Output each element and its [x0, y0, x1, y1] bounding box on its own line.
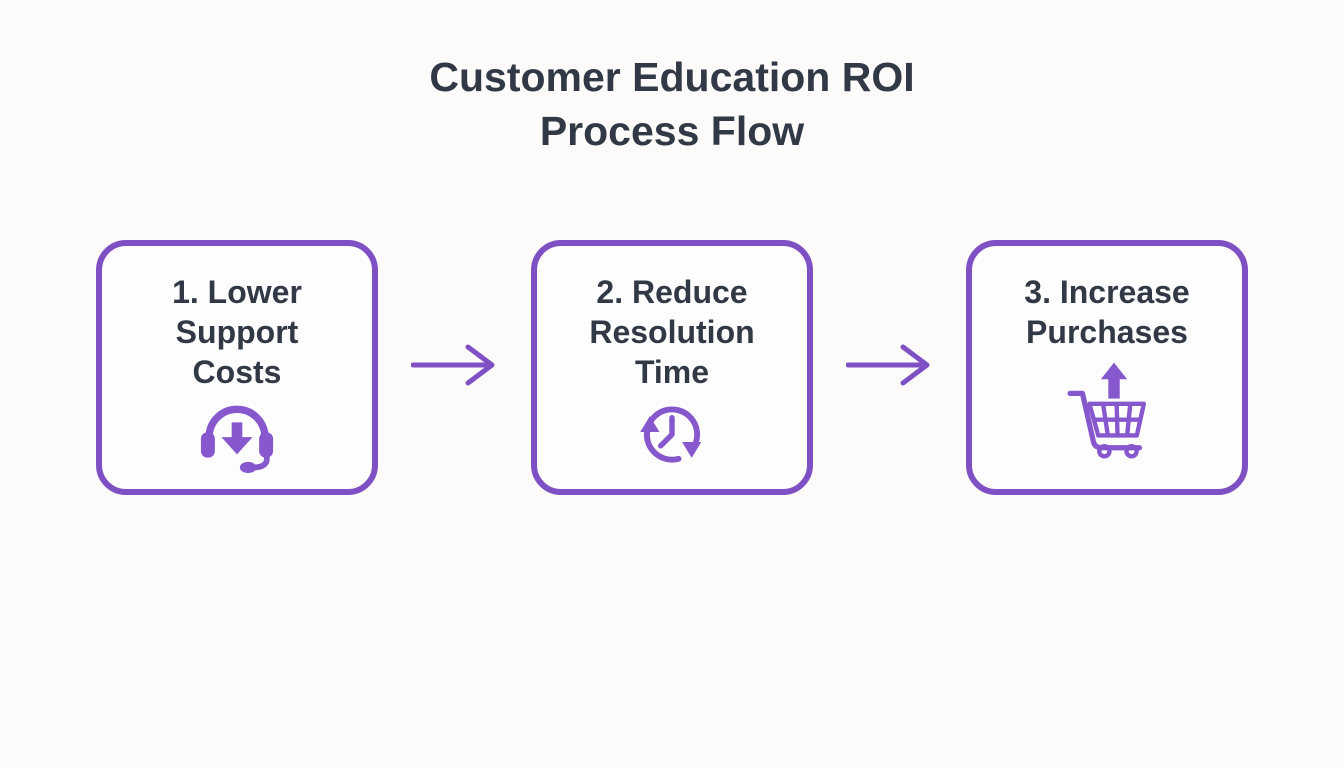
step-label-line: Support — [175, 314, 299, 351]
cart-up-arrow-icon — [1063, 360, 1151, 465]
step-label-line: 3. Increase — [1024, 274, 1190, 311]
page-title-line1: Customer Education ROI — [429, 54, 915, 100]
step-label: 3. Increase Purchases — [1024, 272, 1189, 352]
clock-refresh-icon — [630, 396, 714, 478]
step-box-reduce-resolution-time: 2. Reduce Resolution Time — [531, 240, 813, 496]
step-label: 1. Lower Support Costs — [172, 272, 302, 392]
step-label-line: 2. Reduce — [596, 274, 748, 311]
step-label-line: Time — [634, 354, 710, 391]
flow-connector — [378, 343, 531, 392]
step-label-line: Purchases — [1026, 314, 1188, 351]
flow-connector — [813, 343, 966, 392]
step-label-line: Resolution — [589, 314, 755, 351]
right-arrow-icon — [845, 343, 934, 392]
step-label: 2. Reduce Resolution Time — [589, 272, 754, 392]
step-label-line: 1. Lower — [172, 274, 302, 311]
step-label-line: Costs — [192, 354, 282, 391]
step-box-lower-support-costs: 1. Lower Support Costs — [96, 240, 378, 496]
page-title: Customer Education ROI Process Flow — [0, 50, 1344, 158]
step-box-increase-purchases: 3. Increase Purchases — [966, 240, 1248, 496]
page-title-line2: Process Flow — [539, 108, 805, 155]
right-arrow-icon — [410, 343, 499, 392]
process-flow: 1. Lower Support Costs 2. — [0, 240, 1344, 496]
headset-down-arrow-icon — [196, 396, 278, 480]
